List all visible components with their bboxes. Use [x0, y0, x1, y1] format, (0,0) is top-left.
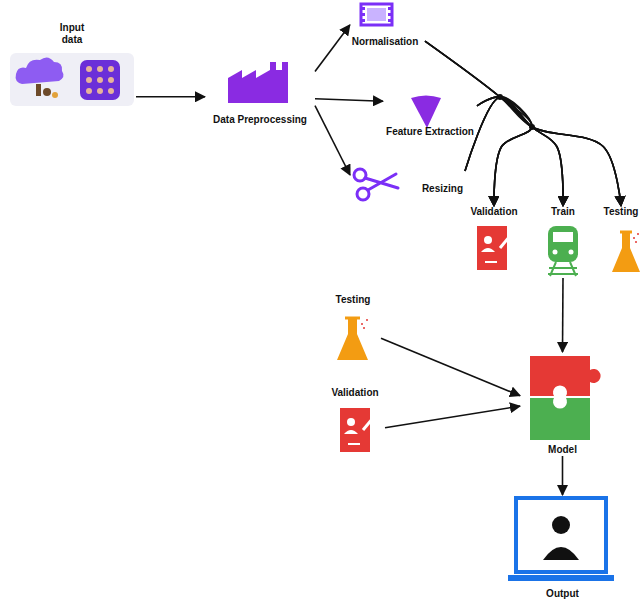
testing-set: Testing [602, 206, 641, 276]
flask-icon [337, 318, 368, 360]
connector-arrow [425, 41, 532, 206]
output-screen: Output [505, 495, 620, 600]
node-label: Testing [604, 206, 639, 218]
connector-arrow [381, 338, 520, 395]
train-icon [548, 226, 578, 276]
node-label: Validation [470, 206, 517, 218]
validation-set: Validation [325, 387, 385, 455]
resizing-step: Resizing [350, 163, 465, 203]
factory-icon [228, 62, 288, 103]
node-label: Feature Extraction [386, 126, 474, 138]
train-set: Train [540, 206, 586, 278]
node-label: Output [546, 588, 579, 600]
input-data-panel: Input data [8, 22, 136, 108]
film-icon [361, 4, 392, 25]
connector-arrow [562, 278, 564, 352]
connector-arrow [136, 96, 205, 98]
connector-arrow [465, 97, 621, 206]
image-grid-icon [80, 60, 120, 100]
connector-arrow [425, 41, 563, 206]
node-label: Normalisation [352, 36, 419, 48]
node-label: Validation [331, 387, 378, 399]
normalisation-step: Normalisation [345, 2, 425, 48]
input-panel [10, 53, 134, 106]
node-label: Data Preprocessing [213, 114, 307, 126]
connector-arrow [465, 97, 563, 206]
feature-extraction-step: Feature Extraction [383, 92, 477, 138]
funnel-icon [411, 96, 441, 129]
document-icon [477, 226, 510, 270]
flask-icon [612, 232, 640, 272]
connector-arrow [562, 456, 564, 495]
puzzle-icon [530, 356, 601, 440]
node-label: Model [548, 444, 577, 456]
scissors-icon [354, 169, 398, 200]
connector-arrow [315, 99, 383, 101]
testing-set: Testing [325, 294, 381, 362]
connector-arrow [315, 25, 350, 72]
connector-arrow [477, 97, 532, 206]
preprocessing-step: Data Preprocessing [205, 58, 315, 126]
connector-arrow [425, 41, 621, 206]
cloud-icon [16, 57, 64, 98]
node-label: Resizing [422, 183, 463, 195]
connector-arrow [465, 97, 532, 206]
laptop-icon [508, 498, 614, 578]
connector-arrow [385, 406, 520, 428]
node-label: Input data [50, 22, 94, 46]
document-icon [340, 408, 373, 452]
model-block: Model [520, 352, 605, 456]
validation-set: Validation [465, 206, 523, 274]
connector-arrow [315, 106, 350, 175]
node-label: Train [551, 206, 575, 218]
node-label: Testing [336, 294, 371, 306]
